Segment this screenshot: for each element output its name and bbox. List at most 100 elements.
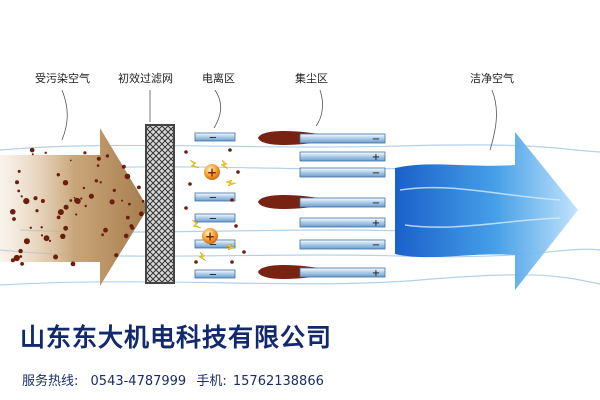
dust-particle bbox=[88, 193, 94, 199]
dust-particle bbox=[40, 199, 45, 203]
dust-particle bbox=[56, 215, 61, 220]
dust-particle bbox=[57, 209, 64, 216]
dust-particle bbox=[130, 226, 135, 230]
dust-particle bbox=[69, 159, 72, 162]
dust-particle bbox=[121, 164, 126, 169]
dust-particle bbox=[101, 233, 104, 237]
dust-particle bbox=[75, 213, 78, 216]
hotline-label: 服务热线: bbox=[22, 374, 79, 389]
mobile-label: 手机: bbox=[196, 374, 227, 389]
plate-sign: − bbox=[372, 240, 380, 251]
dust-particle bbox=[23, 238, 30, 245]
dust-particle bbox=[17, 169, 21, 173]
dust-particle bbox=[56, 173, 60, 177]
dust-particle bbox=[94, 179, 99, 183]
dust-particle bbox=[188, 182, 192, 186]
dust-particle bbox=[40, 234, 44, 237]
dust-particle bbox=[12, 217, 16, 221]
dust-particle bbox=[63, 204, 69, 210]
company-name: 山东东大机电科技有限公司 bbox=[20, 323, 333, 352]
dust-particle bbox=[19, 250, 22, 253]
dust-particle bbox=[82, 186, 86, 190]
dust-particle bbox=[138, 211, 144, 217]
dust-particle bbox=[228, 148, 232, 152]
spark-icons bbox=[189, 159, 237, 262]
dust-particle bbox=[96, 156, 101, 161]
air-purifier-diagram: 受污染空气 初效过滤网 电离区 集尘区 洁净空气 −−−−− + + −−−−+… bbox=[0, 71, 600, 290]
ion-sign: + bbox=[205, 230, 215, 244]
dust-particle bbox=[19, 255, 23, 258]
collector-plate: − bbox=[299, 239, 386, 251]
plate-sign: + bbox=[372, 152, 380, 163]
dust-particle bbox=[53, 254, 59, 260]
dust-particle bbox=[121, 199, 123, 202]
dust-particle bbox=[35, 209, 39, 213]
dust-particle bbox=[48, 239, 52, 242]
dust-particles bbox=[10, 147, 145, 267]
dust-particle bbox=[99, 181, 102, 184]
dust-particle bbox=[109, 199, 115, 205]
ion-sign: + bbox=[207, 166, 217, 180]
collector-plate: + bbox=[258, 265, 386, 279]
plate-sign: − bbox=[209, 193, 217, 204]
ion-plate: − bbox=[194, 193, 236, 204]
plate-sign: − bbox=[209, 240, 217, 251]
dust-particle bbox=[234, 224, 238, 228]
dust-particle bbox=[20, 262, 24, 266]
dust-particle bbox=[184, 206, 188, 210]
dust-particle bbox=[29, 226, 32, 229]
dust-particle bbox=[194, 260, 198, 264]
hotline-number: 0543-4787999 bbox=[90, 374, 187, 389]
plate-sign: − bbox=[372, 134, 380, 145]
contact-line: 服务热线: 0543-4787999 手机: 15762138866 bbox=[22, 370, 324, 389]
plate-sign: + bbox=[372, 268, 380, 279]
dust-particle bbox=[15, 180, 19, 185]
dust-particle bbox=[31, 153, 34, 156]
collector-plate: + bbox=[299, 151, 386, 163]
dust-particle bbox=[70, 261, 76, 267]
plate-sign: − bbox=[372, 168, 380, 179]
clean-air-arrow bbox=[395, 132, 578, 290]
plate-sign: − bbox=[209, 214, 217, 225]
dust-particle bbox=[83, 151, 87, 155]
dust-particle bbox=[84, 204, 87, 208]
ion-plate: − bbox=[194, 270, 236, 281]
charged-dust-particles bbox=[184, 148, 246, 264]
collector-plate: − bbox=[299, 167, 386, 179]
dust-particle bbox=[137, 185, 141, 190]
dust-particle bbox=[184, 150, 188, 154]
plate-sign: − bbox=[372, 198, 380, 209]
dust-particle bbox=[62, 180, 69, 186]
mobile-number: 15762138866 bbox=[232, 374, 324, 389]
dust-particle bbox=[13, 254, 20, 262]
dust-particle bbox=[236, 170, 240, 174]
collector-plate: − bbox=[258, 131, 386, 145]
label-leader-lines bbox=[61, 89, 497, 151]
dust-particle bbox=[114, 253, 119, 258]
primary-filter-mesh bbox=[145, 124, 175, 284]
label-clean-air: 洁净空气 bbox=[470, 71, 514, 85]
ionization-plates: − − − − − bbox=[194, 133, 236, 281]
polluted-air-arrow bbox=[0, 128, 148, 286]
dust-particle bbox=[63, 225, 69, 231]
dust-particle bbox=[105, 154, 110, 158]
dust-particle bbox=[23, 198, 30, 205]
ion-icon bbox=[202, 228, 218, 244]
dust-particle bbox=[124, 173, 131, 180]
collector-plate: + bbox=[299, 217, 386, 229]
dust-particle bbox=[230, 260, 234, 264]
ion-plate: − bbox=[194, 133, 236, 144]
label-primary-filter: 初效过滤网 bbox=[118, 71, 173, 85]
dust-particle bbox=[60, 233, 66, 239]
dust-particle bbox=[10, 258, 15, 263]
ion-plate: − bbox=[194, 214, 236, 225]
dust-particle bbox=[74, 198, 81, 205]
clean-air-streaks bbox=[399, 186, 561, 228]
dust-particle bbox=[127, 202, 131, 206]
dust-particle bbox=[125, 215, 130, 220]
ionization-ions: + + bbox=[202, 164, 220, 244]
plate-sign: − bbox=[209, 270, 217, 281]
dust-particle bbox=[33, 196, 38, 201]
dust-particle bbox=[96, 164, 100, 167]
dust-particle bbox=[44, 151, 47, 154]
